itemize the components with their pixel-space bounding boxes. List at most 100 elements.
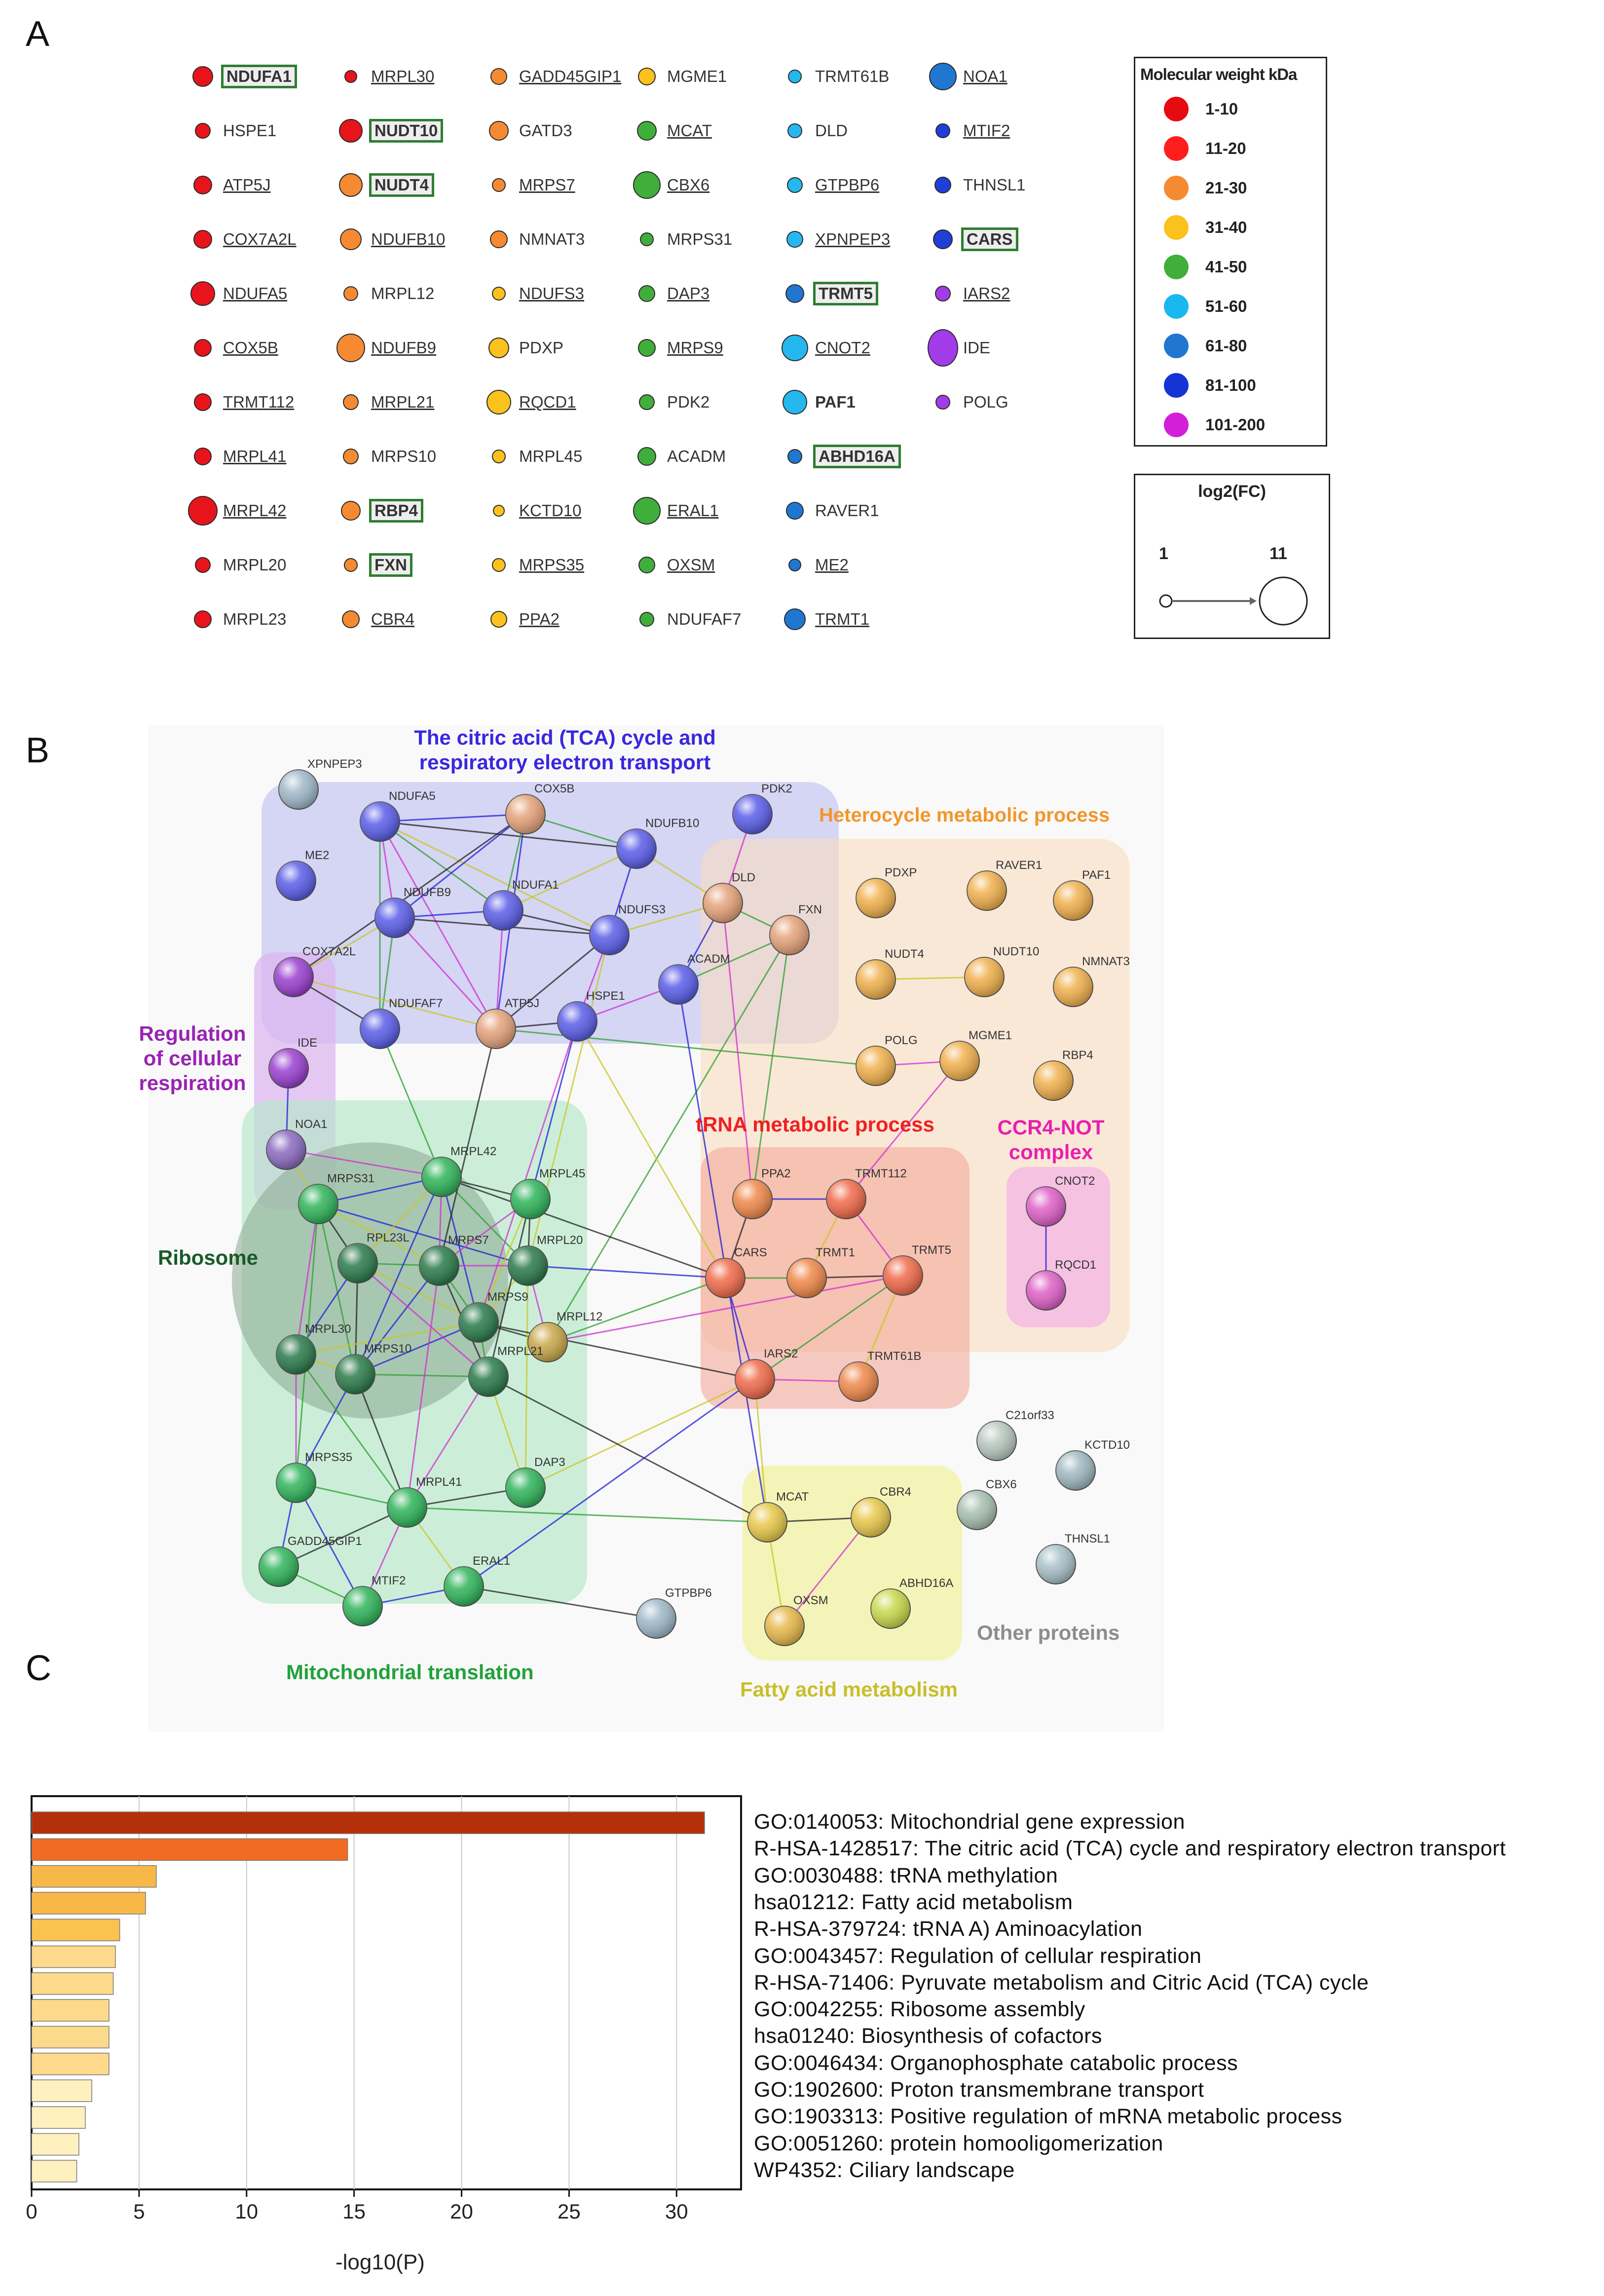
network-nodes: XPNPEP3NDUFA5COX5BNDUFB10PDK2ME2NDUFB9ND… (259, 757, 1130, 1646)
legend-item: 101-200 (1164, 413, 1265, 437)
bar (31, 1811, 705, 1834)
node-highlight (735, 1359, 775, 1399)
network-edge (754, 1275, 903, 1380)
network-node: KCTD10 (1055, 1438, 1130, 1491)
bar (31, 1919, 120, 1941)
protein-dot (192, 66, 213, 87)
protein-dot (933, 229, 953, 249)
protein-name: MRPL30 (371, 67, 435, 85)
term-label: GO:0051260: protein homooligomerization (754, 2131, 1163, 2155)
network-node: NDUFA5 (360, 790, 436, 842)
node-label: RBP4 (1062, 1049, 1093, 1062)
node-label: RAVER1 (996, 859, 1042, 872)
protein-item: DAP3 (632, 279, 709, 308)
node-highlight (528, 1322, 567, 1362)
protein-item: XPNPEP3 (780, 225, 890, 254)
network-node: MCAT (747, 1490, 809, 1543)
network-node: MRPL42 (421, 1145, 496, 1197)
protein-item: MRPL20 (187, 550, 286, 580)
protein-dot (193, 230, 212, 249)
node-highlight (856, 960, 895, 999)
legend-label: 81-100 (1205, 376, 1256, 394)
network-edge (355, 1373, 489, 1378)
node-label: TRMT1 (816, 1246, 855, 1259)
protein-item: MRPL45 (484, 442, 582, 471)
node-label: MRPS10 (364, 1342, 411, 1355)
protein-name: TRMT5 (813, 282, 878, 305)
protein-name: TRMT61B (815, 67, 890, 85)
node-highlight (266, 1130, 306, 1169)
node-label: PDK2 (761, 782, 792, 795)
legend-label: 41-50 (1205, 258, 1247, 276)
term-label: hsa01212: Fatty acid metabolism (754, 1890, 1073, 1914)
legend-item: 21-30 (1164, 176, 1247, 200)
protein-item: MRPS35 (484, 550, 584, 580)
bar (31, 2133, 79, 2156)
network-node: RQCD1 (1026, 1258, 1096, 1311)
node-highlight (636, 1599, 676, 1638)
protein-dot (637, 121, 657, 141)
protein-name: IARS2 (963, 284, 1010, 302)
legend-swatch (1164, 334, 1189, 358)
group-label-regulation: Regulation of cellular respiration (139, 1022, 246, 1094)
protein-name: MRPL23 (223, 610, 287, 628)
network-edge (379, 1028, 443, 1177)
legend-swatch (1164, 97, 1189, 121)
legend-item: 81-100 (1164, 373, 1256, 398)
node-label: TRMT61B (867, 1350, 921, 1363)
protein-name: ERAL1 (667, 501, 719, 520)
network-edge (355, 1321, 479, 1375)
node-highlight (977, 1421, 1016, 1461)
node-highlight (617, 829, 656, 868)
legend-swatch (1164, 373, 1189, 398)
protein-item: ME2 (780, 550, 849, 580)
node-label: ABHD16A (899, 1577, 953, 1590)
network-edge (478, 1321, 755, 1380)
network-edge (407, 1506, 768, 1523)
node-highlight (1053, 881, 1093, 920)
network-edge (576, 1021, 726, 1279)
node-label: NDUFAF7 (389, 997, 443, 1010)
node-label: PDXP (885, 866, 917, 879)
protein-name: OXSM (667, 556, 715, 574)
node-label: CARS (734, 1246, 767, 1259)
protein-name: GADD45GIP1 (519, 67, 622, 85)
protein-dot (935, 395, 950, 410)
node-label: NMNAT3 (1082, 955, 1130, 968)
bar (31, 2106, 86, 2129)
x-tick-label: 10 (235, 2200, 259, 2223)
legend-label: 101-200 (1205, 415, 1266, 434)
node-label: CNOT2 (1055, 1174, 1095, 1188)
term-label: GO:0030488: tRNA methylation (754, 1863, 1058, 1887)
protein-name: MRPL45 (519, 447, 583, 465)
network-edge (441, 1176, 529, 1267)
node-label: IARS2 (764, 1347, 798, 1360)
protein-dot (492, 178, 506, 192)
protein-dot (194, 339, 212, 357)
network-edge (547, 935, 790, 1343)
node-label: DAP3 (534, 1456, 565, 1469)
protein-dot (339, 173, 363, 197)
term-label: WP4352: Ciliary landscape (754, 2158, 1015, 2182)
protein-name: COX7A2L (223, 230, 297, 248)
network-node: NDUFB9 (374, 886, 451, 938)
node-highlight (1053, 967, 1093, 1007)
bar (31, 1945, 116, 1968)
protein-name: MTIF2 (963, 121, 1010, 140)
protein-name: PDXP (519, 339, 563, 357)
node-label: NUDT10 (993, 945, 1039, 958)
protein-dot (786, 231, 803, 248)
network-node: RBP4 (1033, 1049, 1093, 1101)
protein-dot (194, 448, 212, 465)
fold-change-legend: log2(FC) 1 11 (1134, 474, 1330, 639)
enrichment-bar-chart: GO:0140053: Mitochondrial gene expressio… (0, 1776, 1604, 2296)
node-highlight (336, 1355, 375, 1394)
network-edge (318, 1203, 440, 1267)
protein-dot (782, 335, 808, 361)
node-label: NDUFB9 (404, 886, 451, 899)
node-label: MTIF2 (372, 1574, 406, 1587)
network-edge (379, 821, 497, 1029)
protein-dot (638, 285, 655, 302)
protein-name: NUDT4 (369, 173, 435, 197)
node-highlight (360, 802, 400, 841)
